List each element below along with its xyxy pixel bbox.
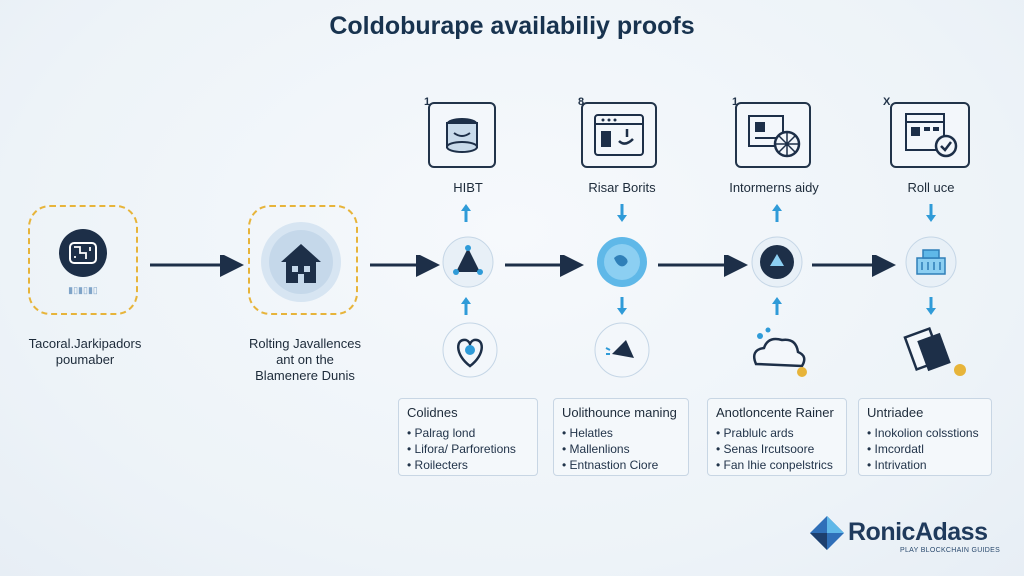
- column-label: Intormerns aidy: [729, 180, 819, 195]
- arrow-up-icon: [461, 297, 471, 315]
- arrow-down-icon: [926, 297, 936, 315]
- brand-name: RonicAdass: [848, 518, 988, 546]
- cloud-network-icon: [746, 322, 812, 382]
- card-bullet: • Roilecters: [407, 458, 468, 472]
- heart-shield-icon: [442, 322, 498, 378]
- left-node-1-label: Tacoral.Jarkipadors poumaber: [10, 336, 160, 368]
- info-card: Untriadee • Inokolion colsstions • Imcor…: [858, 398, 992, 476]
- info-card: Colidnes • Palrag lond • Lifora/ Parfore…: [398, 398, 538, 476]
- card-title: Uolithounce maning: [562, 405, 677, 420]
- dashboard-check-icon: [890, 102, 970, 168]
- building-blocks-icon: [904, 236, 958, 288]
- card-title: Untriadee: [867, 405, 924, 420]
- card-bullet: • Prablulc ards: [716, 426, 794, 440]
- card-bullet: • Lifora/ Parforetions: [407, 442, 516, 456]
- card-title: Anotloncente Rainer: [716, 405, 834, 420]
- diamond-logo-icon: [810, 516, 844, 550]
- left-node-2-label-line: ant on the: [276, 352, 334, 367]
- card-title: Colidnes: [407, 405, 458, 420]
- cube-badge-icon: [751, 236, 803, 288]
- card-bullet: • Fan lhie conpelstrics: [716, 458, 833, 472]
- left-node-2-label: Rolting Javallences ant on the Blamenere…: [225, 336, 385, 384]
- column-label: HIBT: [453, 180, 483, 195]
- card-bullet: • Intrivation: [867, 458, 927, 472]
- arrow-down-icon: [617, 204, 627, 222]
- step-number: 1: [732, 96, 739, 108]
- card-bullet: • Entnastion Ciore: [562, 458, 659, 472]
- triangle-nodes-icon: [442, 236, 494, 288]
- left-node-1: ▮▯▮▯▮▯: [28, 205, 138, 315]
- card-bullet: • Mallenlions: [562, 442, 630, 456]
- database-icon: [428, 102, 496, 168]
- globe-orb-icon: [596, 236, 648, 288]
- left-node-2-label-line: Blamenere Dunis: [255, 368, 355, 383]
- column-label: Risar Borits: [588, 180, 656, 195]
- flow-arrows: [150, 255, 896, 277]
- megaphone-icon: [594, 322, 650, 378]
- arrow-down-icon: [617, 297, 627, 315]
- card-bullet: • Inokolion colsstions: [867, 426, 979, 440]
- step-number: X: [883, 96, 891, 108]
- control-panel-icon: [581, 102, 657, 168]
- arrow-up-icon: [772, 204, 782, 222]
- left-node-2-label-line: Rolting Javallences: [248, 336, 361, 351]
- brand-tagline: PLAY BLOCKCHAIN GUIDES: [900, 547, 1001, 554]
- diagram-title: Coldoburape availabiliy proofs: [329, 12, 695, 40]
- brand-logo: RonicAdass PLAY BLOCKCHAIN GUIDES: [808, 514, 1004, 558]
- left-node-1-label-line: poumaber: [55, 352, 115, 367]
- house-icon: [261, 222, 341, 302]
- card-bullet: • Imcordatl: [867, 442, 924, 456]
- svg-text:▮▯▮▯▮▯: ▮▯▮▯▮▯: [68, 285, 98, 295]
- step-number: 8: [578, 96, 585, 108]
- brain-chip-icon: ▮▯▮▯▮▯: [59, 229, 107, 295]
- column-label: Roll uce: [907, 180, 955, 195]
- card-bullet: • Palrag lond: [407, 426, 476, 440]
- monitor-wheel-icon: [735, 102, 811, 168]
- card-bullet: • Helatles: [562, 426, 613, 440]
- arrow-up-icon: [461, 204, 471, 222]
- arrow-up-icon: [772, 297, 782, 315]
- left-node-1-label-line: Tacoral.Jarkipadors: [28, 336, 142, 351]
- info-card: Anotloncente Rainer • Prablulc ards • Se…: [707, 398, 847, 476]
- arrow-down-icon: [926, 204, 936, 222]
- info-card: Uolithounce maning • Helatles • Mallenli…: [553, 398, 689, 476]
- left-node-2: [248, 205, 358, 315]
- step-number: 1: [424, 96, 431, 108]
- card-bullet: • Senas Ircutsoore: [716, 442, 815, 456]
- document-stack-icon: [900, 322, 970, 382]
